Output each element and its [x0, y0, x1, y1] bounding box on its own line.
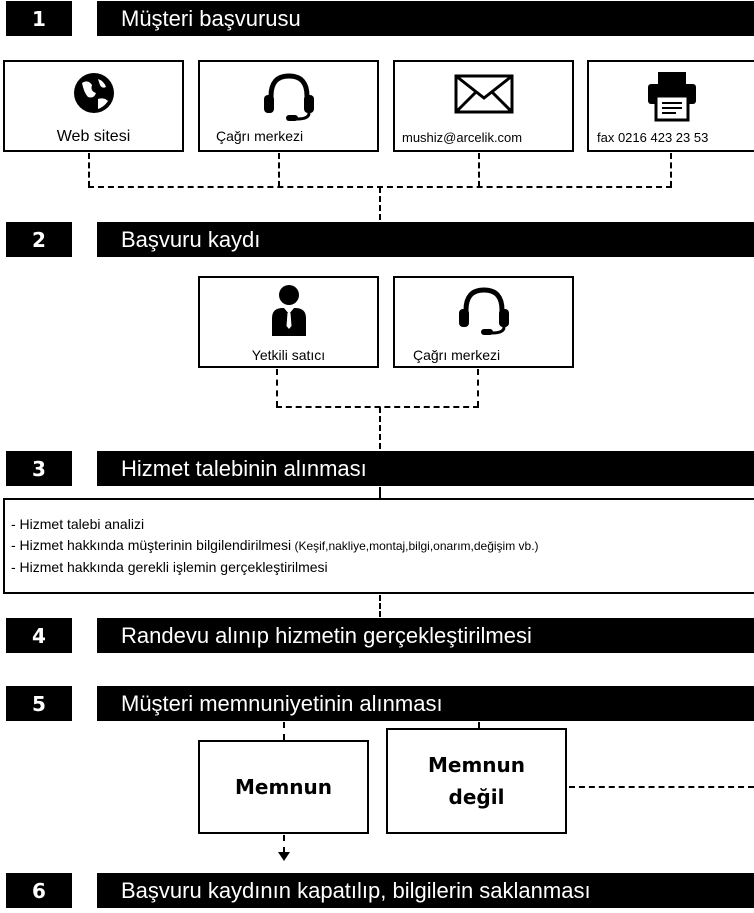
channel-email: mushiz@arcelik.com — [393, 60, 574, 152]
channel-call-center: Çağrı merkezi — [198, 60, 379, 152]
arrow-down-icon — [278, 852, 290, 861]
connector — [379, 187, 381, 220]
step-6-number: 6 — [6, 873, 72, 908]
step-4-number: 4 — [6, 618, 72, 653]
connector — [276, 369, 278, 407]
globe-icon — [73, 73, 114, 113]
outcome-satisfied-label: Memnun — [234, 775, 333, 799]
headset-icon — [263, 73, 314, 121]
connector — [276, 406, 479, 408]
channel-fax: fax 0216 423 23 53 — [587, 60, 754, 152]
connector — [379, 595, 381, 617]
service-item-2: - Hizmet hakkında müşterinin bilgilendir… — [11, 535, 754, 557]
headset-icon — [458, 287, 509, 335]
step-2-number: 2 — [6, 222, 72, 257]
step-1-number: 1 — [6, 1, 72, 36]
step-5-number: 5 — [6, 686, 72, 721]
person-icon — [271, 285, 306, 336]
connector — [477, 369, 479, 407]
connector — [283, 722, 285, 740]
service-item-2-note: (Keşif,nakliye,montaj,bilgi,onarım,değiş… — [291, 539, 539, 553]
outcome-satisfied: Memnun — [198, 740, 369, 834]
channel-fax-label: fax 0216 423 23 53 — [597, 130, 709, 145]
step-2-title: Başvuru kaydı — [97, 222, 754, 257]
step-6-title: Başvuru kaydının kapatılıp, bilgilerin s… — [97, 873, 754, 908]
channel-call-center-label: Çağrı merkezi — [216, 128, 304, 144]
connector — [278, 153, 280, 187]
service-item-3: - Hizmet hakkında gerekli işlemin gerçek… — [11, 559, 328, 575]
outcome-not-satisfied: Memnun değil — [386, 728, 567, 834]
step-3-title: Hizmet talebinin alınması — [97, 451, 754, 486]
service-item-2-main: - Hizmet hakkında müşterinin bilgilendir… — [11, 537, 292, 553]
service-item-1: - Hizmet talebi analizi — [11, 516, 145, 532]
registration-dealer-label: Yetkili satıcı — [251, 347, 326, 363]
channel-web: Web sitesi — [3, 60, 184, 152]
step-4-title: Randevu alınıp hizmetin gerçekleştirilme… — [97, 618, 754, 653]
envelope-icon — [454, 74, 513, 114]
outcome-not-satisfied-line1: Memnun — [427, 753, 526, 777]
connector — [478, 153, 480, 187]
registration-call-center-label: Çağrı merkezi — [413, 347, 501, 363]
step-3-number: 3 — [6, 451, 72, 486]
step-5-title: Müşteri memnuniyetinin alınması — [97, 686, 754, 721]
registration-dealer: Yetkili satıcı — [198, 276, 379, 368]
registration-call-center: Çağrı merkezi — [393, 276, 574, 368]
connector — [379, 487, 381, 498]
connector — [283, 835, 285, 853]
channel-web-label: Web sitesi — [56, 128, 131, 145]
connector — [569, 786, 754, 788]
step-1-title: Müşteri başvurusu — [97, 1, 754, 36]
channel-email-label: mushiz@arcelik.com — [402, 130, 523, 145]
connector — [379, 407, 381, 449]
outcome-not-satisfied-line2: değil — [448, 785, 505, 809]
connector — [88, 153, 90, 187]
service-list: - Hizmet talebi analizi - Hizmet hakkınd… — [3, 498, 754, 594]
fax-icon — [647, 72, 696, 122]
connector — [670, 153, 672, 187]
